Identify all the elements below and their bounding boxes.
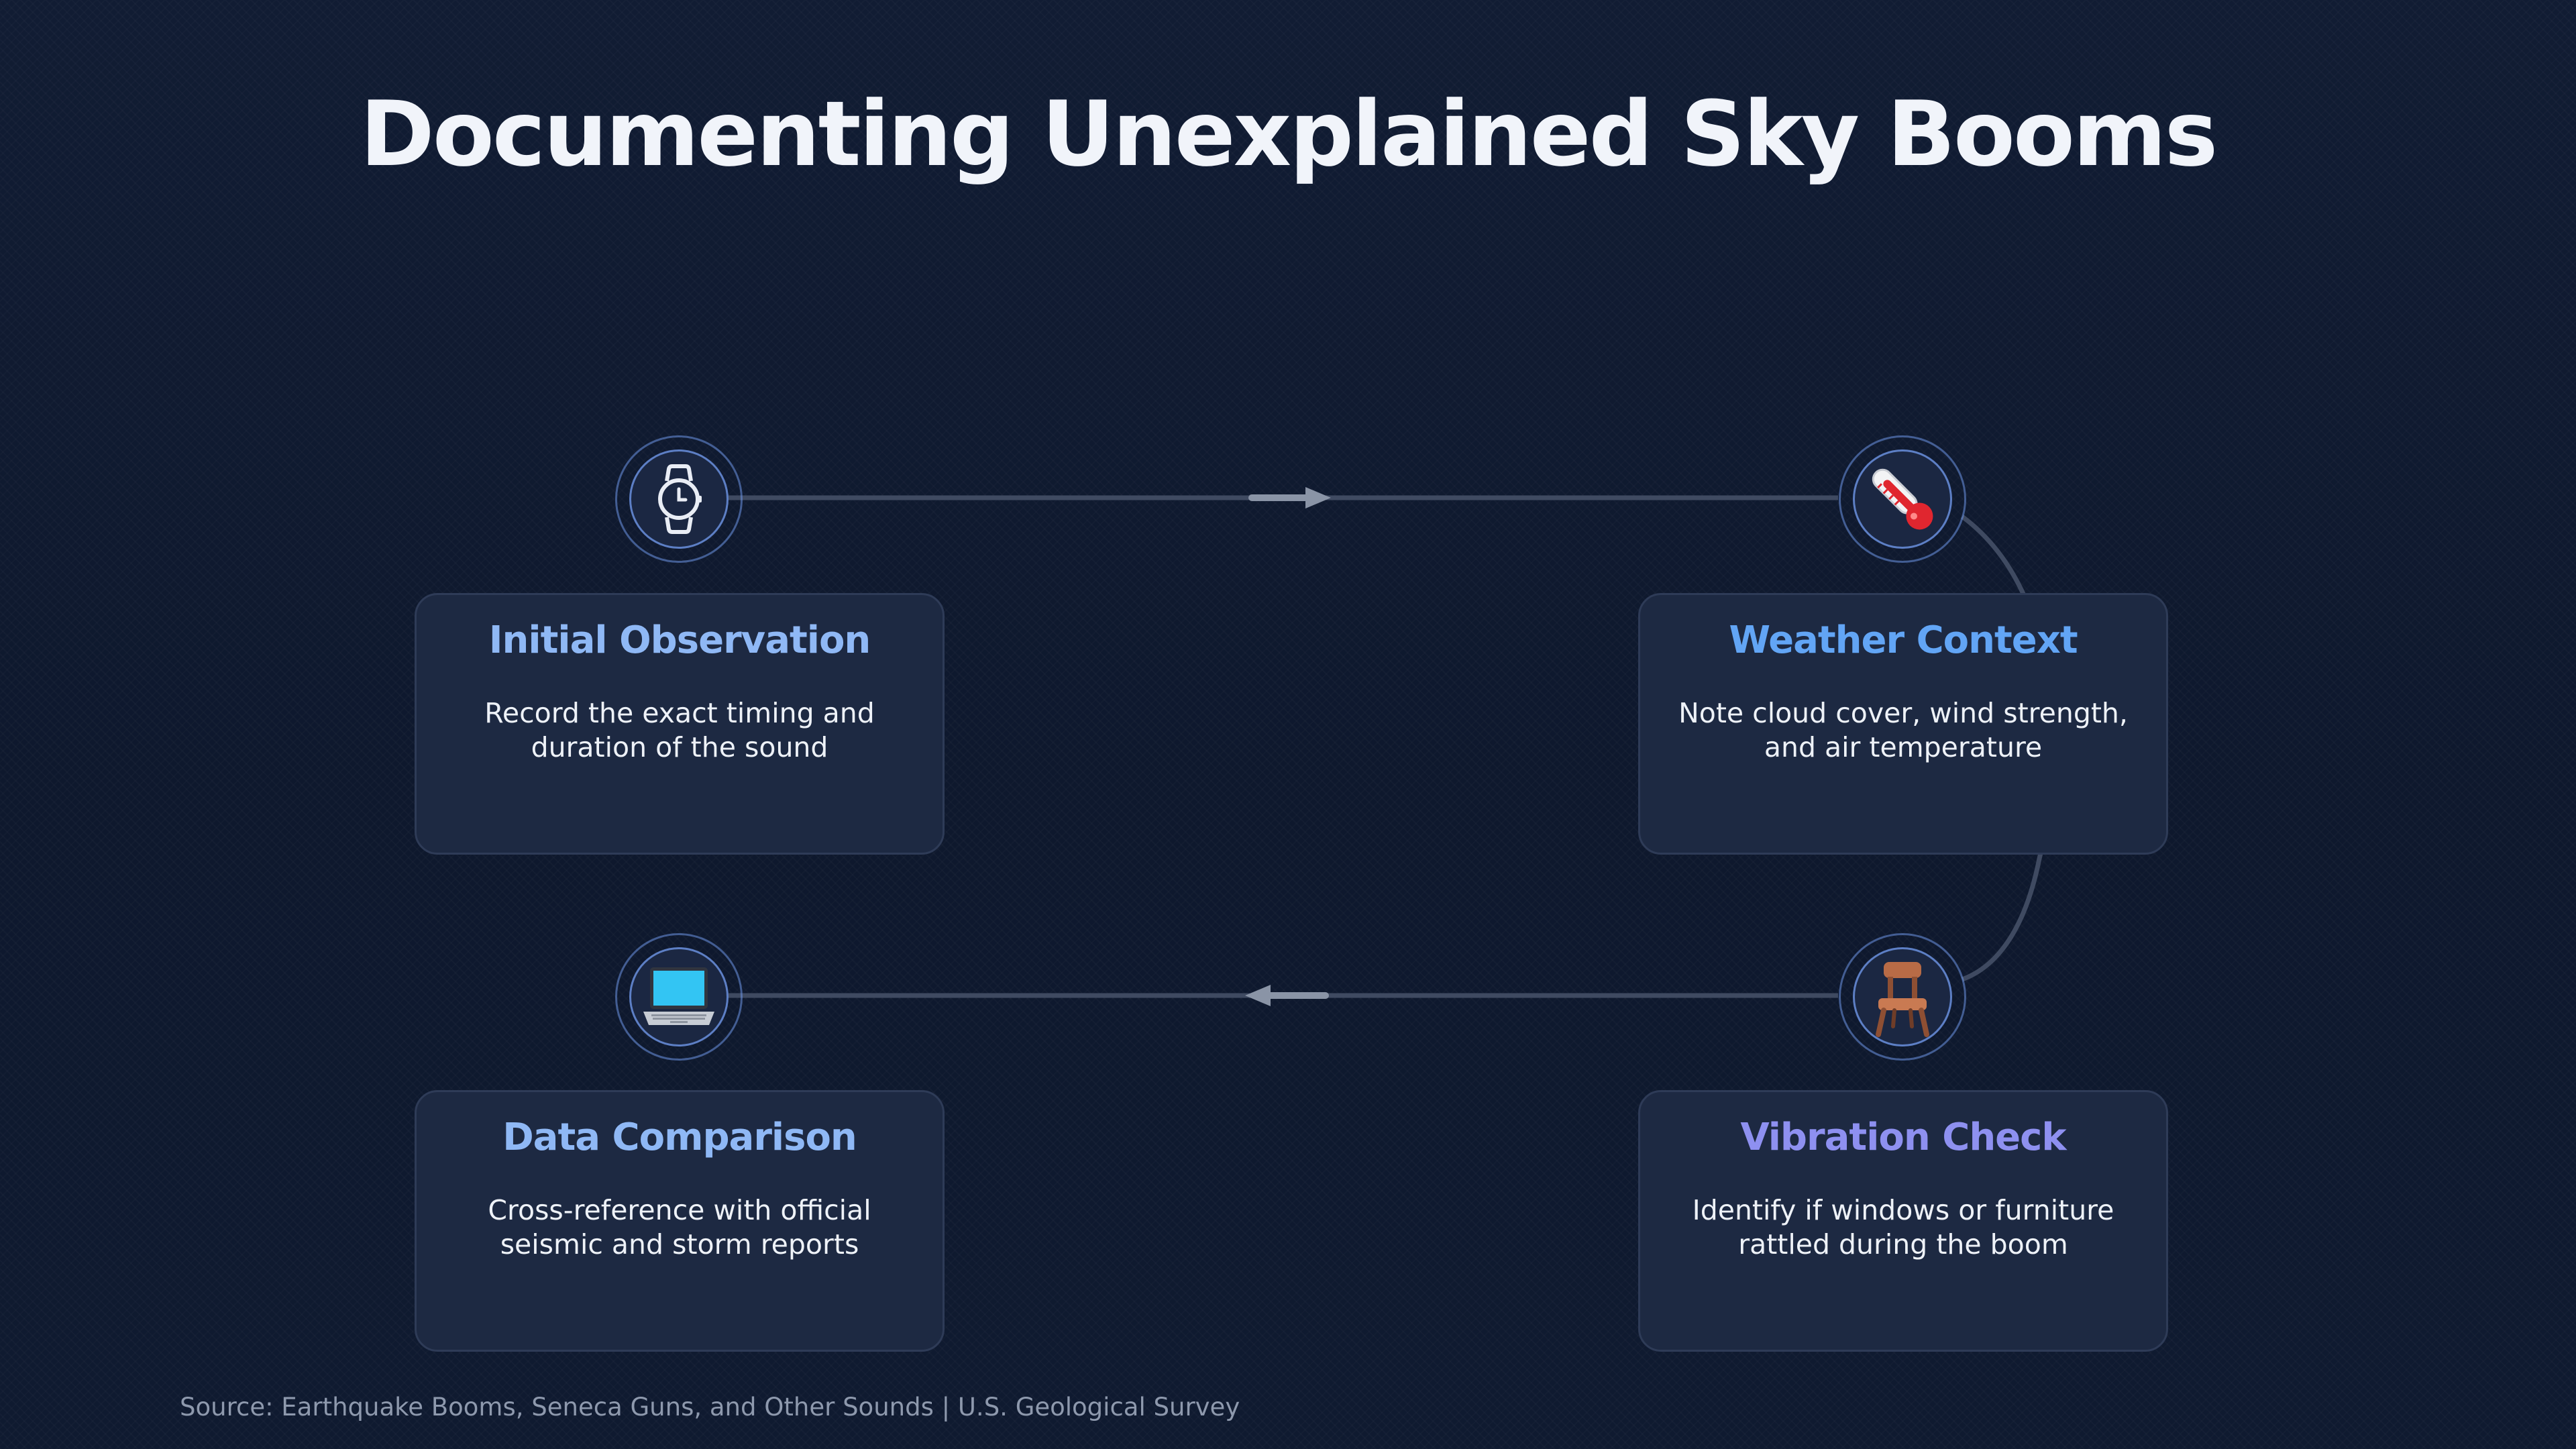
- arrow-right-icon: [1248, 487, 1331, 508]
- page-title: Documenting Unexplained Sky Booms: [360, 82, 2218, 186]
- step-description: Cross-reference with official seismic an…: [488, 1193, 871, 1261]
- step-description: Identify if windows or furniture rattled…: [1692, 1193, 2114, 1261]
- step-description: Note cloud cover, wind strength, and air…: [1678, 696, 2128, 764]
- step-description: Record the exact timing and duration of …: [484, 696, 875, 764]
- step-node-initial-observation: [615, 435, 743, 563]
- step-node-initial-observation-inner: [629, 449, 729, 549]
- source-citation: Source: Earthquake Booms, Seneca Guns, a…: [180, 1393, 1240, 1421]
- step-card-initial-observation: Initial Observation Record the exact tim…: [415, 593, 945, 855]
- step-card-weather-context: Weather Context Note cloud cover, wind s…: [1638, 593, 2168, 855]
- arrow-left-icon: [1245, 985, 1329, 1006]
- step-title: Data Comparison: [502, 1116, 857, 1159]
- step-title: Vibration Check: [1740, 1116, 2066, 1159]
- laptop-icon: [643, 967, 714, 1025]
- chair-icon: [1876, 962, 1929, 1037]
- watch-icon: [658, 464, 702, 534]
- thermometer-icon: [1872, 468, 1933, 530]
- step-card-data-comparison: Data Comparison Cross-reference with off…: [415, 1090, 945, 1352]
- step-node-vibration-check: [1839, 933, 1966, 1061]
- step-node-weather-context-inner: [1853, 449, 1952, 549]
- step-node-vibration-check-inner: [1853, 947, 1952, 1046]
- step-node-weather-context: [1839, 435, 1966, 563]
- step-node-data-comparison-inner: [629, 947, 729, 1046]
- step-title: Initial Observation: [488, 619, 871, 662]
- step-title: Weather Context: [1729, 619, 2078, 662]
- step-card-vibration-check: Vibration Check Identify if windows or f…: [1638, 1090, 2168, 1352]
- step-node-data-comparison: [615, 933, 743, 1061]
